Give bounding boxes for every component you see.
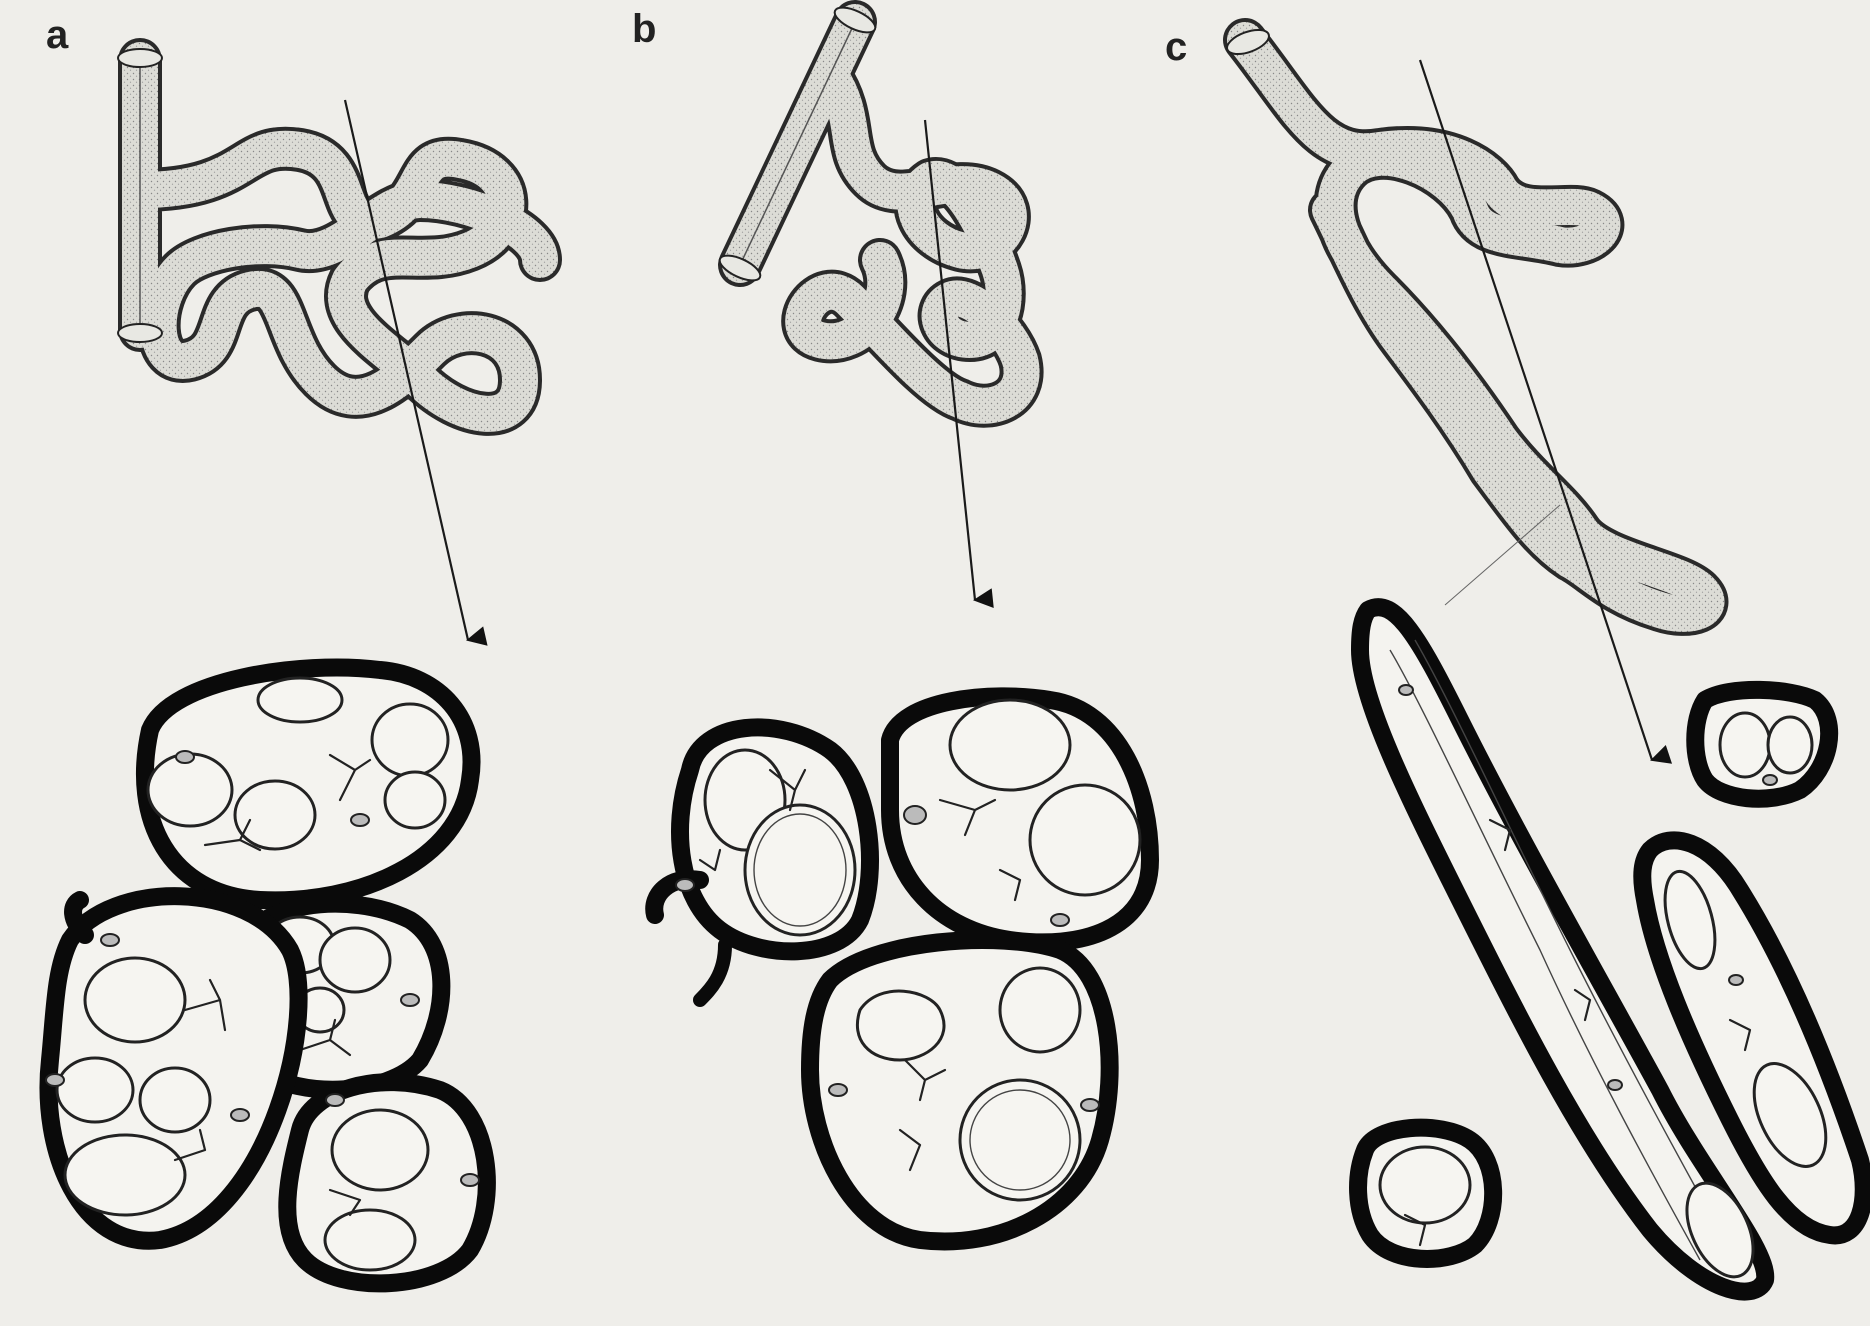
coiled-tubule-b [716,3,1021,406]
panel-c: c [1165,25,1864,1292]
cross-section-bundle-c2 [1695,690,1829,799]
cross-section-bundle-a1 [145,668,472,901]
cross-section-bundle-a3 [46,896,299,1241]
cross-section-bundle-c4 [1358,1128,1493,1259]
panel-label-b: b [632,7,656,51]
panel-a: a [46,13,540,1283]
cross-section-bundle-a4 [287,1082,487,1283]
cross-section-bundle-b2 [890,696,1150,942]
panel-label-c: c [1165,25,1187,69]
cross-section-bundle-b3 [810,940,1110,1242]
panel-b: b [632,3,1150,1242]
coiled-tubule-a [118,49,540,414]
elongated-tubule-c [1224,25,1707,614]
cross-section-bundle-b1 [654,727,870,1000]
panel-label-a: a [46,13,69,57]
